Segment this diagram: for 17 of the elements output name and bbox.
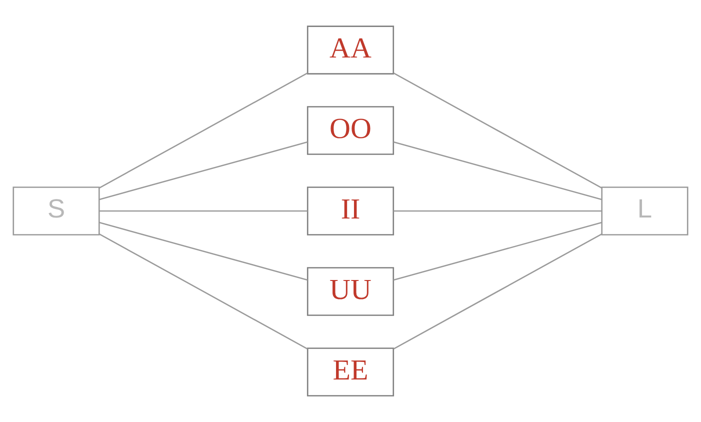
node-box: S	[12, 186, 100, 236]
connector	[99, 141, 308, 200]
connector	[393, 72, 602, 189]
node-box: II	[306, 186, 394, 236]
connector	[99, 222, 308, 281]
connector	[394, 210, 602, 212]
connector	[393, 233, 602, 350]
connector	[99, 210, 308, 212]
node-box: OO	[306, 106, 394, 155]
connector	[99, 72, 308, 189]
node-box: UU	[306, 267, 394, 316]
connector	[99, 233, 308, 350]
connector	[393, 141, 602, 200]
connector	[393, 222, 602, 281]
node-box: L	[601, 186, 688, 236]
node-box: AA	[306, 26, 394, 74]
node-box: EE	[306, 348, 394, 396]
